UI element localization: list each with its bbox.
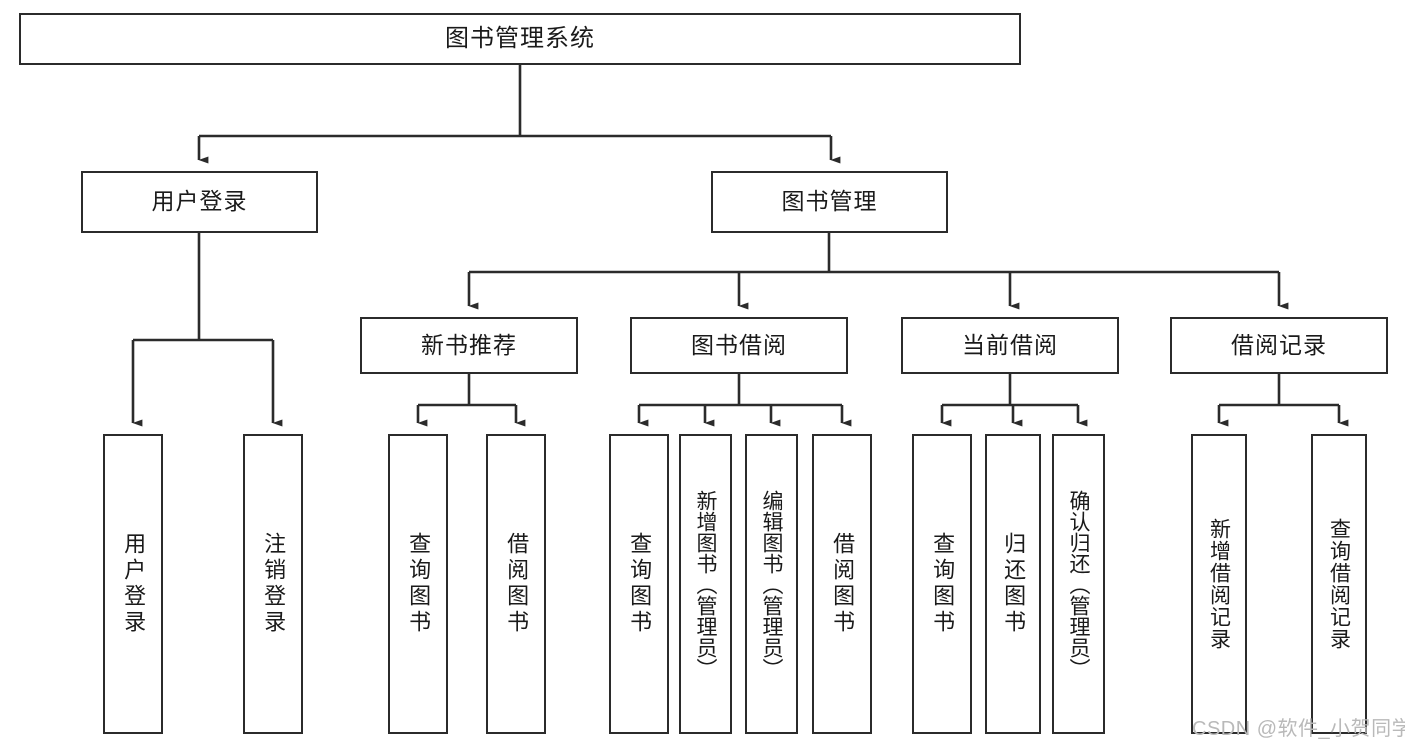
node-leaf-return-book[interactable]: 归还图书 — [985, 434, 1041, 734]
node-leaf-user-login[interactable]: 用户登录 — [103, 434, 163, 734]
node-leaf-query-book-recommend-label: 查询图书 — [406, 532, 432, 636]
edge-root-to-level2 — [197, 65, 841, 164]
node-new-book-recommend[interactable]: 新书推荐 — [360, 317, 578, 374]
node-book-borrow-label: 图书借阅 — [691, 331, 787, 358]
node-leaf-user-logout[interactable]: 注销登录 — [243, 434, 303, 734]
node-borrow-records-label: 借阅记录 — [1231, 331, 1327, 358]
node-book-borrow[interactable]: 图书借阅 — [630, 317, 848, 374]
node-leaf-query-book-recommend[interactable]: 查询图书 — [388, 434, 448, 734]
node-leaf-return-book-label: 归还图书 — [1001, 532, 1027, 636]
node-leaf-user-login-label: 用户登录 — [121, 532, 147, 636]
node-leaf-borrow-book-recommend[interactable]: 借阅图书 — [486, 434, 546, 734]
node-leaf-add-book-admin[interactable]: 新增图书（管理员） — [679, 434, 732, 734]
node-leaf-query-book-current-label: 查询图书 — [930, 532, 956, 636]
node-root[interactable]: 图书管理系统 — [19, 13, 1021, 65]
node-new-book-recommend-label: 新书推荐 — [421, 331, 517, 358]
node-leaf-borrow-book-label: 借阅图书 — [830, 532, 856, 636]
node-leaf-borrow-book[interactable]: 借阅图书 — [812, 434, 872, 734]
node-leaf-confirm-return-admin[interactable]: 确认归还（管理员） — [1052, 434, 1105, 734]
edge-current-borrow-to-leaves — [940, 374, 1088, 427]
node-leaf-add-book-admin-label: 新增图书（管理员） — [694, 489, 718, 679]
node-leaf-query-book-borrow-label: 查询图书 — [627, 532, 653, 636]
node-leaf-query-borrow-record[interactable]: 查询借阅记录 — [1311, 434, 1367, 734]
node-root-label: 图书管理系统 — [445, 24, 595, 52]
node-leaf-confirm-return-admin-label: 确认归还（管理员） — [1067, 489, 1091, 679]
node-leaf-add-borrow-record[interactable]: 新增借阅记录 — [1191, 434, 1247, 734]
node-leaf-query-book-borrow[interactable]: 查询图书 — [609, 434, 669, 734]
node-book-management-label: 图书管理 — [781, 188, 878, 215]
watermark-text: CSDN @软件_小贺同学 — [1192, 718, 1405, 740]
node-user-login-label: 用户登录 — [151, 188, 248, 215]
edge-borrow-records-to-leaves — [1217, 374, 1349, 427]
node-leaf-borrow-book-recommend-label: 借阅图书 — [504, 532, 530, 636]
node-leaf-edit-book-admin[interactable]: 编辑图书（管理员） — [745, 434, 798, 734]
node-leaf-user-logout-label: 注销登录 — [261, 532, 287, 636]
edge-user-login-to-leaves — [131, 233, 283, 427]
node-current-borrow-label: 当前借阅 — [962, 331, 1058, 358]
node-current-borrow[interactable]: 当前借阅 — [901, 317, 1119, 374]
node-book-management[interactable]: 图书管理 — [711, 171, 948, 233]
edge-new-book-recommend-to-leaves — [416, 374, 526, 427]
node-borrow-records[interactable]: 借阅记录 — [1170, 317, 1388, 374]
edge-book-borrow-to-leaves — [637, 374, 852, 427]
edge-book-management-to-level3 — [467, 233, 1289, 310]
node-leaf-query-book-current[interactable]: 查询图书 — [912, 434, 972, 734]
node-leaf-add-borrow-record-label: 新增借阅记录 — [1207, 518, 1231, 650]
node-user-login[interactable]: 用户登录 — [81, 171, 318, 233]
node-leaf-edit-book-admin-label: 编辑图书（管理员） — [760, 489, 784, 679]
node-leaf-query-borrow-record-label: 查询借阅记录 — [1327, 518, 1351, 650]
